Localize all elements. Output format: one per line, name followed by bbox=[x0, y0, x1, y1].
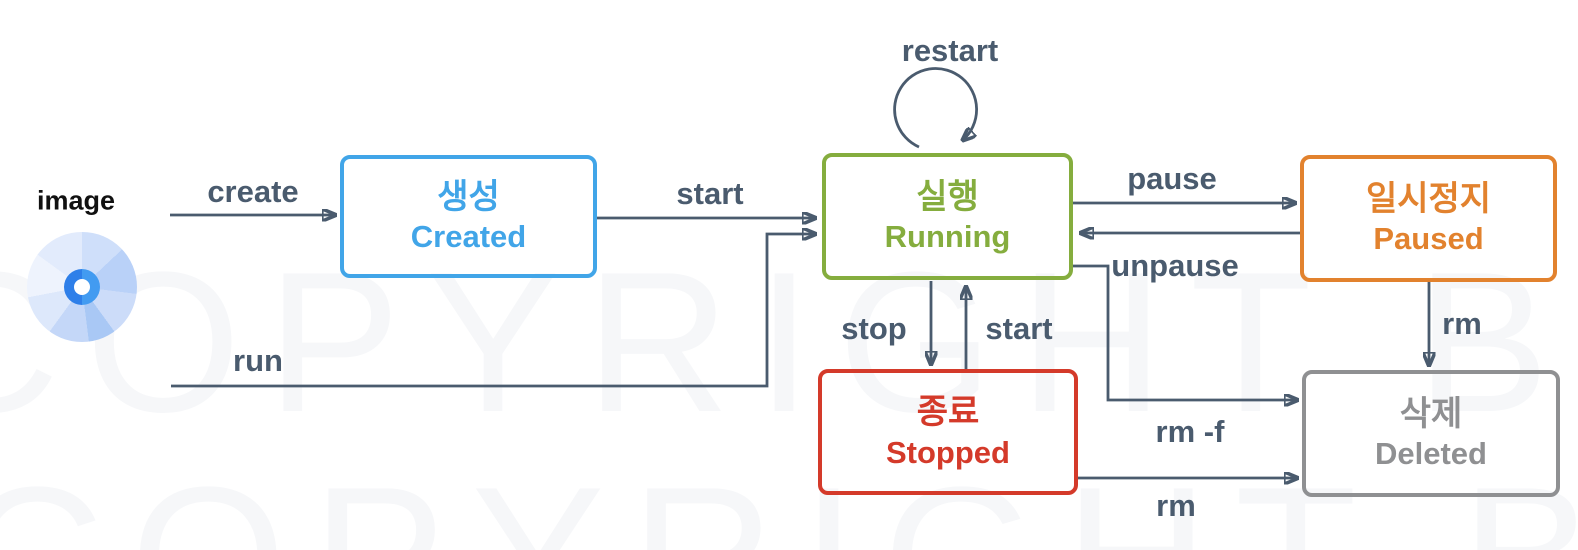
edge-restart-loop bbox=[893, 67, 978, 149]
node-paused-label-en: Paused bbox=[1373, 221, 1484, 257]
edge-label-create: create bbox=[207, 174, 299, 209]
watermark-row-1: COPYRIGHT BY DEVKUMA bbox=[0, 231, 1578, 454]
edge-label-rm-force: rm -f bbox=[1155, 414, 1225, 449]
edge-label-run: run bbox=[233, 343, 283, 378]
node-created: 생성 Created bbox=[340, 155, 597, 278]
disc-ring bbox=[64, 269, 100, 305]
edge-label-pause: pause bbox=[1127, 161, 1217, 196]
node-created-label-ko: 생성 bbox=[437, 177, 500, 216]
edge-label-restart: restart bbox=[901, 33, 999, 68]
edge-label-start-created-running: start bbox=[676, 176, 744, 211]
edge-label-start-stopped-running: start bbox=[985, 311, 1053, 346]
node-paused: 일시정지 Paused bbox=[1300, 155, 1557, 282]
edge-run-line bbox=[171, 234, 815, 388]
image-source-label: image bbox=[36, 185, 116, 216]
disc-hole bbox=[74, 279, 90, 295]
edge-label-rm-paused: rm bbox=[1442, 306, 1482, 341]
node-running-label-ko: 실행 bbox=[916, 177, 979, 216]
node-stopped-label-en: Stopped bbox=[886, 434, 1010, 470]
node-stopped: 종료 Stopped bbox=[818, 369, 1078, 495]
disc-image-icon bbox=[27, 232, 137, 342]
node-created-label-en: Created bbox=[410, 219, 527, 255]
node-deleted-label-en: Deleted bbox=[1375, 436, 1487, 472]
node-deleted: 삭제 Deleted bbox=[1302, 370, 1560, 497]
edge-rm-force-line bbox=[1073, 264, 1297, 400]
watermark-row-2: COPYRIGHT BY DEVKUMA bbox=[0, 443, 1578, 550]
node-running-label-en: Running bbox=[884, 219, 1011, 255]
node-deleted-label-ko: 삭제 bbox=[1399, 394, 1463, 433]
edge-label-rm-stopped: rm bbox=[1156, 488, 1196, 523]
node-running: 실행 Running bbox=[822, 153, 1073, 280]
node-stopped-label-ko: 종료 bbox=[916, 393, 980, 432]
node-paused-label-ko: 일시정지 bbox=[1365, 179, 1492, 218]
edge-label-unpause: unpause bbox=[1111, 248, 1239, 283]
edge-label-stop: stop bbox=[841, 311, 907, 346]
